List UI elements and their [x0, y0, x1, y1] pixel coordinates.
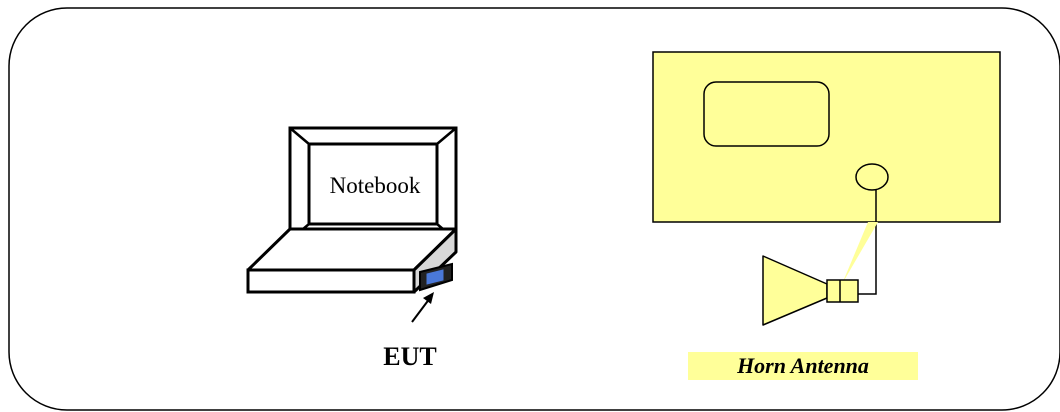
receiver-input-port — [855, 163, 889, 191]
horn-antenna-label-bg — [688, 352, 918, 380]
receiver-display — [703, 81, 830, 147]
laptop-screen-panel — [307, 142, 439, 226]
horn-waveguide — [826, 279, 859, 303]
usb-dongle-chip — [426, 269, 444, 285]
notebook-laptop — [246, 126, 458, 294]
bevel-line — [436, 127, 457, 145]
enclosure-border — [8, 7, 1060, 411]
horn-antenna-label: Horn Antenna — [736, 353, 869, 378]
laptop-front-face — [246, 268, 416, 294]
notebook-label: Notebook — [330, 173, 421, 198]
horn-antenna — [762, 222, 878, 326]
horn-callout-wedge — [842, 222, 878, 284]
bevel-line — [289, 127, 310, 145]
receiver-equipment — [652, 51, 1001, 223]
eut-label: EUT — [383, 342, 436, 371]
eut-pointer-arrow — [411, 292, 434, 323]
horn-flare — [762, 255, 828, 326]
